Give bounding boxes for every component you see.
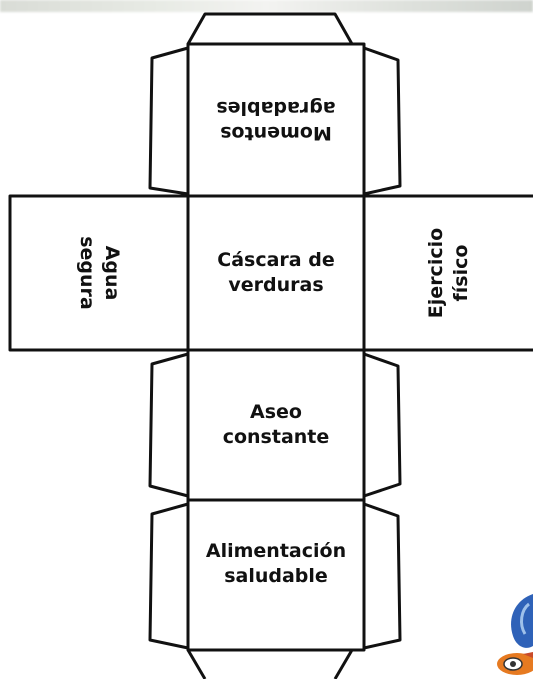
tab-top-right: [363, 46, 402, 196]
face-top-line2: agradables: [216, 97, 336, 119]
tab-top: [186, 12, 354, 45]
face-left-line2: segura: [76, 236, 98, 310]
face-center-line1: Cáscara de: [217, 249, 335, 271]
face-right-line1: Ejercicio: [425, 227, 447, 319]
tab-bottom-left: [148, 502, 189, 650]
face-bottom-line2: saludable: [224, 565, 328, 587]
face-bottom-text: Alimentación saludable: [188, 500, 364, 628]
face-middle-lower-line2: constante: [222, 426, 330, 448]
tab-mid-left: [148, 352, 189, 498]
face-center-line2: verduras: [228, 274, 324, 296]
face-left-text: Agua segura: [22, 196, 176, 350]
face-top-line1: Momentos: [220, 122, 332, 144]
face-right-line2: físico: [450, 244, 472, 302]
tab-top-left: [148, 46, 189, 196]
cropped-photo-strip: [0, 0, 533, 12]
face-bottom-line1: Alimentación: [205, 540, 347, 562]
tab-bottom-right: [363, 502, 402, 650]
face-top-text: Momentos agradables: [188, 44, 364, 196]
face-right-text: Ejercicio físico: [372, 196, 526, 350]
tab-bottom: [186, 649, 354, 679]
cartoon-mascot-icon: [493, 594, 533, 679]
face-right-outline: [364, 194, 533, 352]
tab-mid-right: [363, 352, 402, 498]
face-left-outline: [8, 194, 190, 352]
face-center-text: Cáscara de verduras: [188, 196, 364, 350]
face-middle-lower-text: Aseo constante: [188, 350, 364, 500]
face-middle-lower-line1: Aseo: [250, 401, 302, 423]
face-left-line1: Agua: [101, 245, 123, 301]
